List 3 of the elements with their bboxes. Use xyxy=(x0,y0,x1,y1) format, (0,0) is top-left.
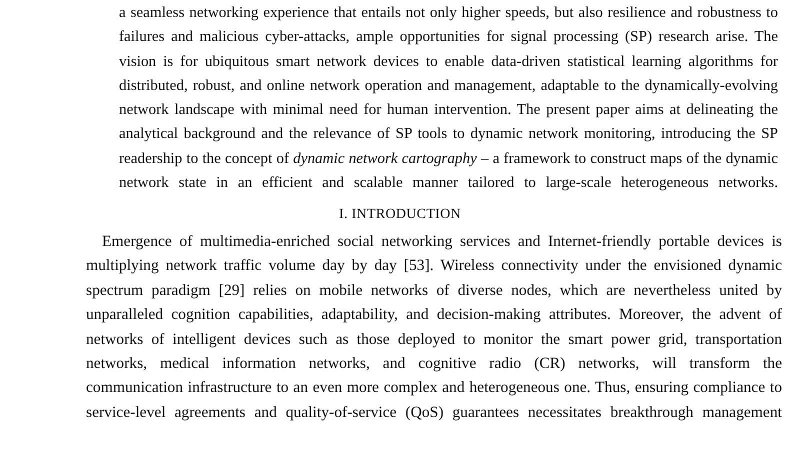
abstract-paragraph: a seamless networking experience that entails not only higher speeds, but also resilience and robustness to failures and malicious cyber-attacks, ample opportunities for signal processing (SP) research arise. The vision is for ubiquitous smart network devices to enable data-driven statistical learning algorithms for distributed, robust, and online network operation and management, adaptable to the dynamically-evolving network landscape with minimal need for human intervention. The present paper aims at delineating the analytical background and the relevance of SP tools to dynamic network monitoring, introducing the SP readership to the concept of dynamic network cartography – a framework to construct maps of the dynamic network state in an efficient and scalable manner tailored to large-scale heterogeneous networks. xyxy=(119,3,778,194)
section-heading: I. INTRODUCTION xyxy=(338,206,462,224)
body-paragraph: Emergence of multimedia-enriched social networking services and Internet-friendly portable devices is multiplying network traffic volume day by day [53]. Wireless connectivity under the envisioned dynamic spectrum paradigm [29] relies on mobile networks of diverse nodes, which are nevertheless united by unparalleled cognition capabilities, adaptability, and decision-making attributes. Moreover, the advent of networks of intelligent devices such as those deployed to monitor the smart power grid, transportation networks, medical information networks, and cognitive radio (CR) networks, will transform the communication infrastructure to an even more complex and heterogeneous one. Thus, ensuring compliance to service-level agreements and quality-of-service (QoS) guarantees necessitates breakthrough management xyxy=(86,232,782,423)
